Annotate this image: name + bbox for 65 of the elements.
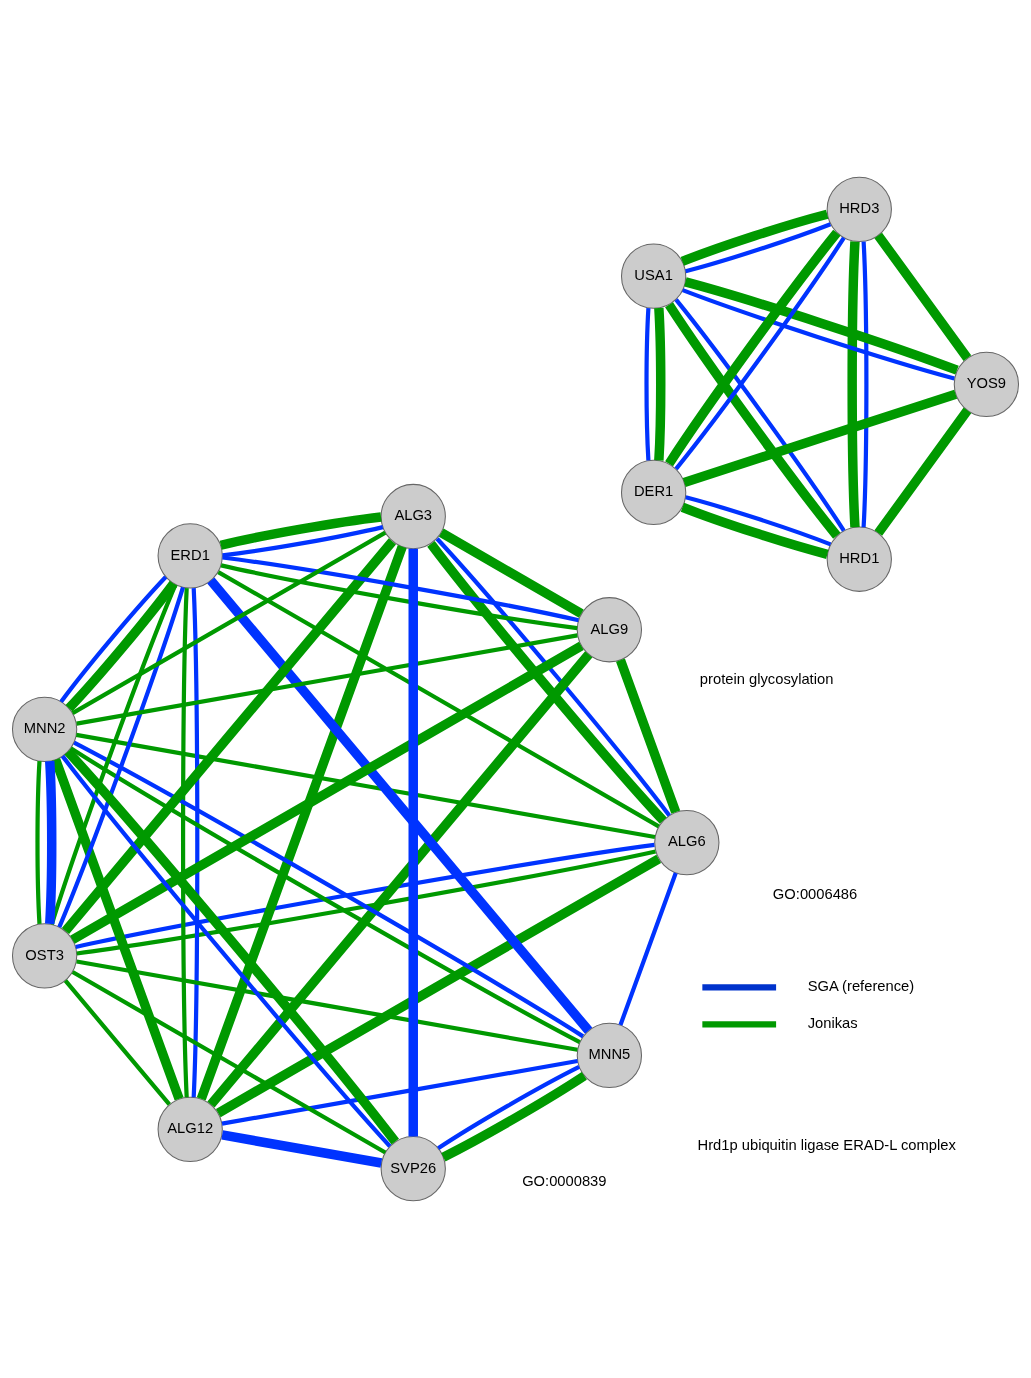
connector — [874, 407, 972, 536]
connector — [59, 575, 168, 703]
connector — [70, 641, 584, 944]
connector — [847, 241, 860, 528]
connector — [219, 512, 382, 550]
node-circle: ALG3 — [380, 483, 446, 550]
connector — [221, 1058, 578, 1126]
connector — [71, 970, 387, 1155]
connector — [220, 563, 578, 631]
connector — [437, 1065, 581, 1151]
node-circle: MNN5 — [576, 1022, 643, 1089]
connector — [654, 307, 666, 461]
connector — [685, 495, 832, 547]
node-circle: USA1 — [620, 243, 687, 309]
connector — [63, 979, 171, 1106]
connector — [196, 545, 407, 1101]
connector — [207, 577, 593, 1034]
connector — [441, 1071, 587, 1162]
connector — [874, 232, 972, 361]
connector — [222, 555, 579, 623]
legend-label: Jonikas — [807, 1015, 858, 1032]
label: GO:0000839 — [522, 1172, 607, 1189]
connector — [682, 389, 958, 487]
connector — [75, 732, 656, 840]
connector — [181, 587, 189, 1098]
connector — [215, 854, 662, 1118]
connector — [35, 761, 42, 924]
connector — [217, 570, 660, 829]
connector — [221, 1130, 383, 1168]
connector — [681, 288, 955, 381]
connector — [76, 959, 578, 1052]
connector — [45, 760, 57, 925]
label: GO:0006486 — [772, 886, 858, 903]
node-circle: OST3 — [11, 923, 78, 989]
connector — [684, 277, 959, 375]
label: protein glycosylation — [699, 671, 834, 688]
connector — [65, 580, 178, 712]
node-circle: YOS9 — [953, 351, 1020, 417]
node-circle: ALG9 — [576, 597, 643, 663]
connector — [71, 530, 387, 715]
connector — [616, 658, 681, 814]
node-circle: SVP26 — [380, 1136, 446, 1202]
connector — [408, 548, 418, 1137]
connector — [618, 872, 678, 1026]
connector — [685, 222, 832, 274]
node-circle: ERD1 — [157, 523, 223, 589]
connector — [61, 538, 396, 934]
node-circle: HRD3 — [826, 176, 892, 242]
connector — [76, 633, 578, 726]
node-circle: ALG6 — [654, 809, 720, 876]
legend-label: SGA (reference) — [807, 978, 915, 995]
node-circle: MNN2 — [11, 696, 78, 762]
node-circle: HRD1 — [826, 526, 892, 592]
connector — [222, 525, 384, 558]
label: Hrd1p ubiquitin ligase ERAD-L complex — [697, 1136, 956, 1153]
connector — [644, 307, 651, 461]
node-circle: ALG12 — [157, 1096, 223, 1162]
connector — [191, 587, 200, 1098]
connector — [680, 209, 829, 266]
connector — [438, 528, 584, 618]
connector — [51, 758, 184, 1101]
node-circle: DER1 — [620, 459, 687, 526]
connector — [861, 241, 869, 528]
connector — [680, 502, 829, 559]
connector — [207, 651, 593, 1108]
